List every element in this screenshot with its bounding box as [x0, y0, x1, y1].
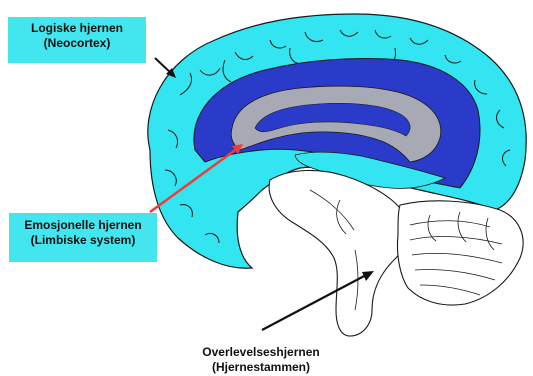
neocortex-label: Logiske hjernen (Neocortex) [8, 17, 146, 63]
limbic-label-line2: (Limbiske system) [9, 233, 157, 248]
neocortex-label-line2: (Neocortex) [8, 36, 146, 51]
brainstem-label: Overlevelseshjernen (Hjernestammen) [175, 345, 347, 375]
brainstem-label-line1: Overlevelseshjernen [175, 345, 347, 360]
neocortex-arrow [155, 58, 176, 78]
neocortex-label-line1: Logiske hjernen [8, 21, 146, 36]
limbic-label: Emosjonelle hjernen (Limbiske system) [9, 213, 157, 262]
brainstem-label-line2: (Hjernestammen) [175, 360, 347, 375]
brainstem-region [269, 170, 408, 336]
limbic-label-line1: Emosjonelle hjernen [9, 218, 157, 233]
